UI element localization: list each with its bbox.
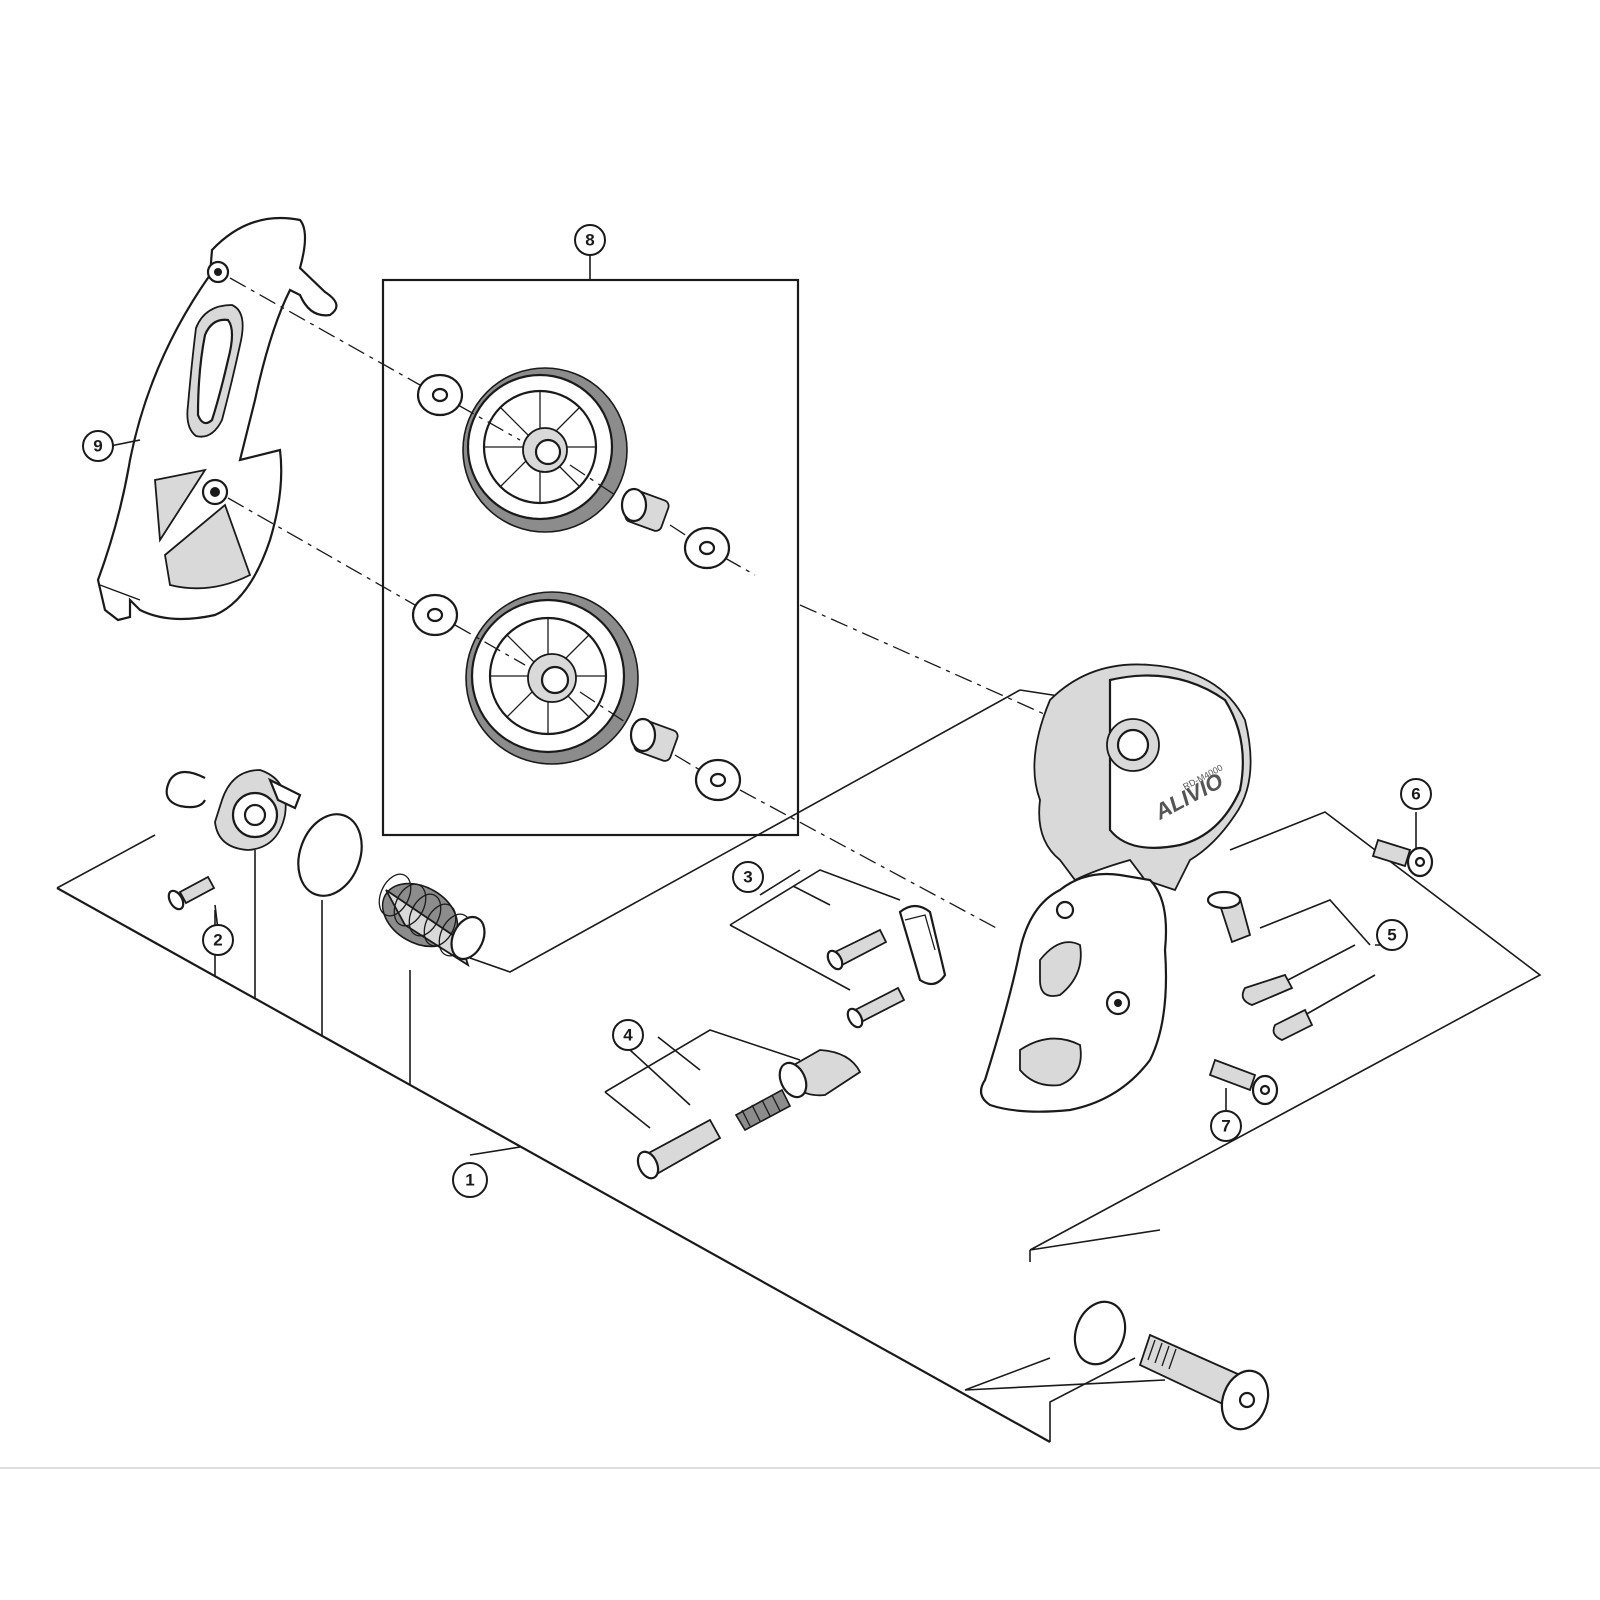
callout-3: 3 bbox=[732, 861, 764, 893]
callout-8: 8 bbox=[574, 224, 606, 256]
callout-4-label: 4 bbox=[623, 1026, 633, 1045]
derailleur-body: ALIVIO RD-M4000 bbox=[979, 663, 1252, 1113]
callout-5: 5 bbox=[1376, 919, 1408, 951]
callout-2: 2 bbox=[202, 924, 234, 956]
callout-7-label: 7 bbox=[1221, 1117, 1230, 1136]
pulley-set-box bbox=[381, 255, 800, 837]
assembly-1-bracket-lines bbox=[56, 689, 1542, 1443]
tension-spring bbox=[378, 873, 486, 968]
lower-pulley bbox=[465, 591, 639, 765]
cable-adjuster-4 bbox=[604, 1029, 862, 1180]
lower-bushing bbox=[629, 717, 679, 762]
callout-9-label: 9 bbox=[93, 437, 102, 456]
limit-parts-5 bbox=[1206, 890, 1376, 1041]
callout-7: 7 bbox=[1210, 1110, 1242, 1142]
callout-9: 9 bbox=[82, 430, 114, 462]
callout-6: 6 bbox=[1400, 778, 1432, 810]
upper-bushing bbox=[620, 487, 670, 532]
callout-6-label: 6 bbox=[1411, 785, 1420, 804]
callout-8-label: 8 bbox=[585, 231, 594, 250]
callout-1-label: 1 bbox=[465, 1171, 474, 1190]
mounting-bolt bbox=[1073, 1300, 1270, 1431]
screw-7 bbox=[1208, 1058, 1279, 1106]
adjust-screws-3 bbox=[729, 869, 947, 1029]
callout-3-label: 3 bbox=[743, 868, 752, 887]
b-tension-parts bbox=[165, 769, 486, 968]
callout-2-label: 2 bbox=[213, 931, 222, 950]
pulley-assembly bbox=[227, 277, 1081, 931]
inner-plate bbox=[96, 216, 338, 622]
upper-pulley bbox=[462, 367, 628, 533]
spring-cap bbox=[214, 769, 302, 851]
screw-6 bbox=[1371, 838, 1434, 878]
callout-4: 4 bbox=[612, 1019, 644, 1051]
callout-1: 1 bbox=[452, 1162, 488, 1198]
screw-2 bbox=[167, 875, 216, 911]
callout-5-label: 5 bbox=[1387, 926, 1396, 945]
